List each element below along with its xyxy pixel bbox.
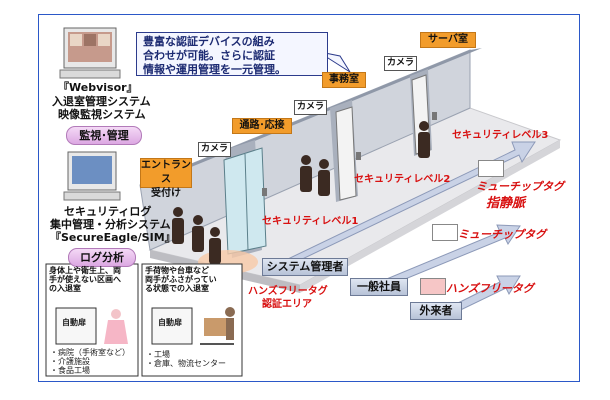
person-head [173, 207, 183, 217]
person-head [210, 227, 220, 237]
right-note-1: ・工場 [146, 350, 170, 359]
person-body [192, 226, 204, 252]
left-note-3: ・食品工場 [50, 366, 90, 376]
auth-mu-tag-top: ミューチップタグ [476, 180, 564, 193]
left-caption-line2: 手が使えない区画へ [49, 275, 121, 285]
monitor-manage-pill: 監視･管理 [66, 126, 142, 145]
person-body [418, 132, 430, 158]
left-panel-notes: ・病院（手術室など） ・介護施設 ・食品工場 [50, 348, 130, 376]
person-body [300, 166, 312, 192]
left-panel-caption: 身体上や衛生上、両 手が使えない区画へ の入退室 [49, 266, 121, 294]
floor-edge-side [300, 140, 560, 293]
monitor-computer-icon [59, 27, 121, 79]
security-level-2: セキュリティレベル2 [354, 174, 451, 185]
right-auto-door-icon [151, 307, 193, 345]
arrow-admin [264, 141, 536, 276]
room-label-office: 事務室 [322, 72, 366, 88]
log-analysis-pill: ログ分析 [68, 248, 136, 267]
person-head [319, 159, 329, 169]
camera-label-entrance: カメラ [198, 142, 232, 157]
log-system-line1: セキュリティログ [64, 205, 152, 218]
monitor-system-name: 『Webvisor』 [58, 81, 138, 94]
camera-label-passage: カメラ [294, 100, 328, 115]
card-reader-icon [432, 112, 437, 120]
callout-box: 豊富な認証デバイスの組み 合わせが可能。さらに認証 情報や運用管理を一元管理。 [136, 32, 328, 76]
monitor-system-line2: 映像監視システム [58, 108, 146, 121]
handsfree-area-label-1: ハンズフリータグ [248, 286, 328, 297]
room-entrance-line1: エントランス [141, 160, 191, 185]
right-panel-caption: 手荷物や台車など 両手がふさがってい る状態での入退室 [145, 266, 217, 294]
auth-mu-tag-mid: ミューチップタグ [458, 228, 546, 241]
person-body [172, 218, 184, 244]
door-split [244, 153, 249, 251]
handsfree-tag-icon [420, 278, 446, 295]
person-head [419, 121, 429, 131]
user-visitor: 外来者 [410, 302, 462, 320]
person-head [301, 155, 311, 165]
right-caption-line1: 手荷物や台車など [145, 266, 209, 275]
left-auto-door-icon [55, 307, 97, 345]
callout-line3: 情報や運用管理を一元管理。 [143, 62, 286, 76]
user-general-employee: 一般社員 [350, 278, 408, 296]
log-computer-icon [63, 151, 121, 201]
left-caption-line1: 身体上や衛生上、両 [49, 266, 121, 275]
people-group [172, 121, 430, 264]
security-level-1: セキュリティレベル1 [262, 216, 359, 227]
callout-line1: 豊富な認証デバイスの組み [143, 35, 275, 48]
monitor-system-line1: 入退室管理システム [52, 95, 151, 108]
handsfree-area-label-2: 認証エリア [262, 299, 312, 310]
nurse-figure-icon [104, 309, 128, 344]
right-panel-notes: ・工場 ・倉庫、物流センター [146, 350, 226, 368]
room-label-passage: 通路･応接 [232, 118, 292, 134]
left-note-1: ・病院（手術室など） [50, 348, 130, 357]
right-caption-line2: 両手がふさがってい [145, 275, 217, 285]
log-system-line2: 集中管理・分析システム [50, 218, 171, 231]
left-auto-door-label: 自動扉 [62, 318, 86, 327]
room-label-server: サーバ室 [420, 32, 476, 48]
mu-chip-card-icon [478, 160, 504, 177]
office-door [335, 106, 357, 201]
room-label-entrance: エントランス 受付け [140, 158, 192, 199]
left-caption-line3: の入退室 [49, 284, 81, 294]
security-level-3: セキュリティレベル3 [452, 130, 549, 141]
auth-finger-vein: 指静脈 [486, 196, 526, 211]
auth-handsfree-tag: ハンズフリータグ [446, 282, 534, 295]
right-auto-door-label: 自動扉 [158, 318, 182, 327]
person-body [318, 170, 330, 196]
room-entrance-line2: 受付け [151, 188, 181, 199]
card-reader-icon [262, 188, 267, 196]
left-note-2: ・介護施設 [50, 357, 90, 367]
camera-label-office: カメラ [384, 56, 418, 71]
entrance-glass-door [223, 147, 267, 255]
person-body [209, 238, 221, 264]
right-note-2: ・倉庫、物流センター [146, 359, 226, 369]
person-head [193, 215, 203, 225]
callout-line2: 合わせが可能。さらに認証 [143, 48, 275, 62]
right-caption-line3: る状態での入退室 [145, 284, 209, 294]
log-system-line3: 『SecureEagle/SIM』 [50, 231, 176, 244]
mu-chip-card-icon-2 [432, 224, 458, 241]
card-reader-icon [356, 152, 361, 160]
cart-worker-icon [200, 307, 235, 345]
user-system-admin: システム管理者 [262, 258, 348, 276]
